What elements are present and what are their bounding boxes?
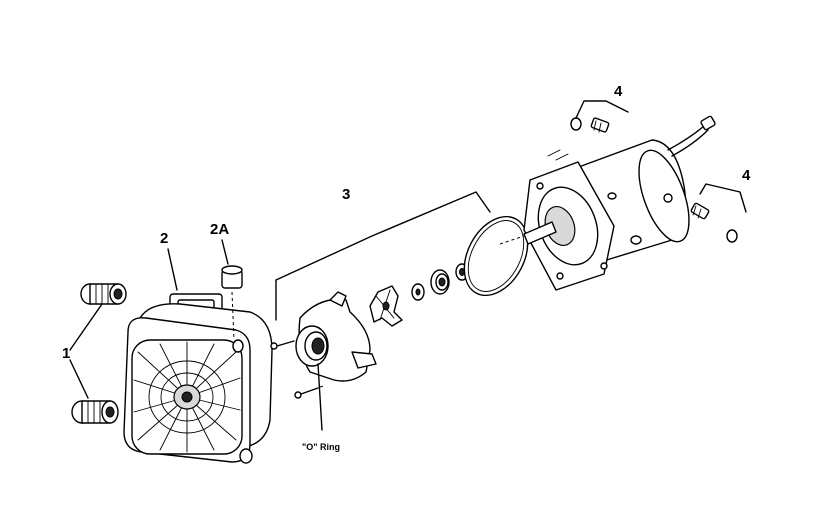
callout-1: 1 <box>62 345 70 362</box>
housing-grille <box>133 341 241 453</box>
impeller <box>369 285 403 327</box>
gasket <box>463 215 529 297</box>
callout-4-top-group: 4 <box>575 83 629 119</box>
callout-4-top: 4 <box>614 83 623 100</box>
volute-plate <box>295 291 377 431</box>
fitting-lower <box>71 400 119 424</box>
callout-3: 3 <box>342 186 350 203</box>
brush-cap-top <box>570 117 610 133</box>
pump-housing <box>123 293 273 464</box>
callout-2-group: 2 <box>160 230 178 291</box>
seal-washer <box>411 283 425 301</box>
fitting-upper <box>80 283 127 305</box>
callout-4-right: 4 <box>742 167 751 184</box>
motor <box>499 115 716 291</box>
callout-2: 2 <box>160 230 168 247</box>
callout-2a-group: 2A <box>210 221 229 265</box>
callout-2a: 2A <box>210 221 229 238</box>
brush-cap-right <box>690 202 738 243</box>
screw-upper <box>270 340 295 350</box>
o-ring-label: "O" Ring <box>302 442 340 452</box>
seal-ring <box>430 269 450 295</box>
callout-4-right-group: 4 <box>699 167 751 213</box>
callout-1-group: 1 <box>62 303 103 399</box>
plug-2a <box>221 265 243 341</box>
callout-3-group: 3 <box>275 186 491 321</box>
screw-lower <box>294 385 325 399</box>
